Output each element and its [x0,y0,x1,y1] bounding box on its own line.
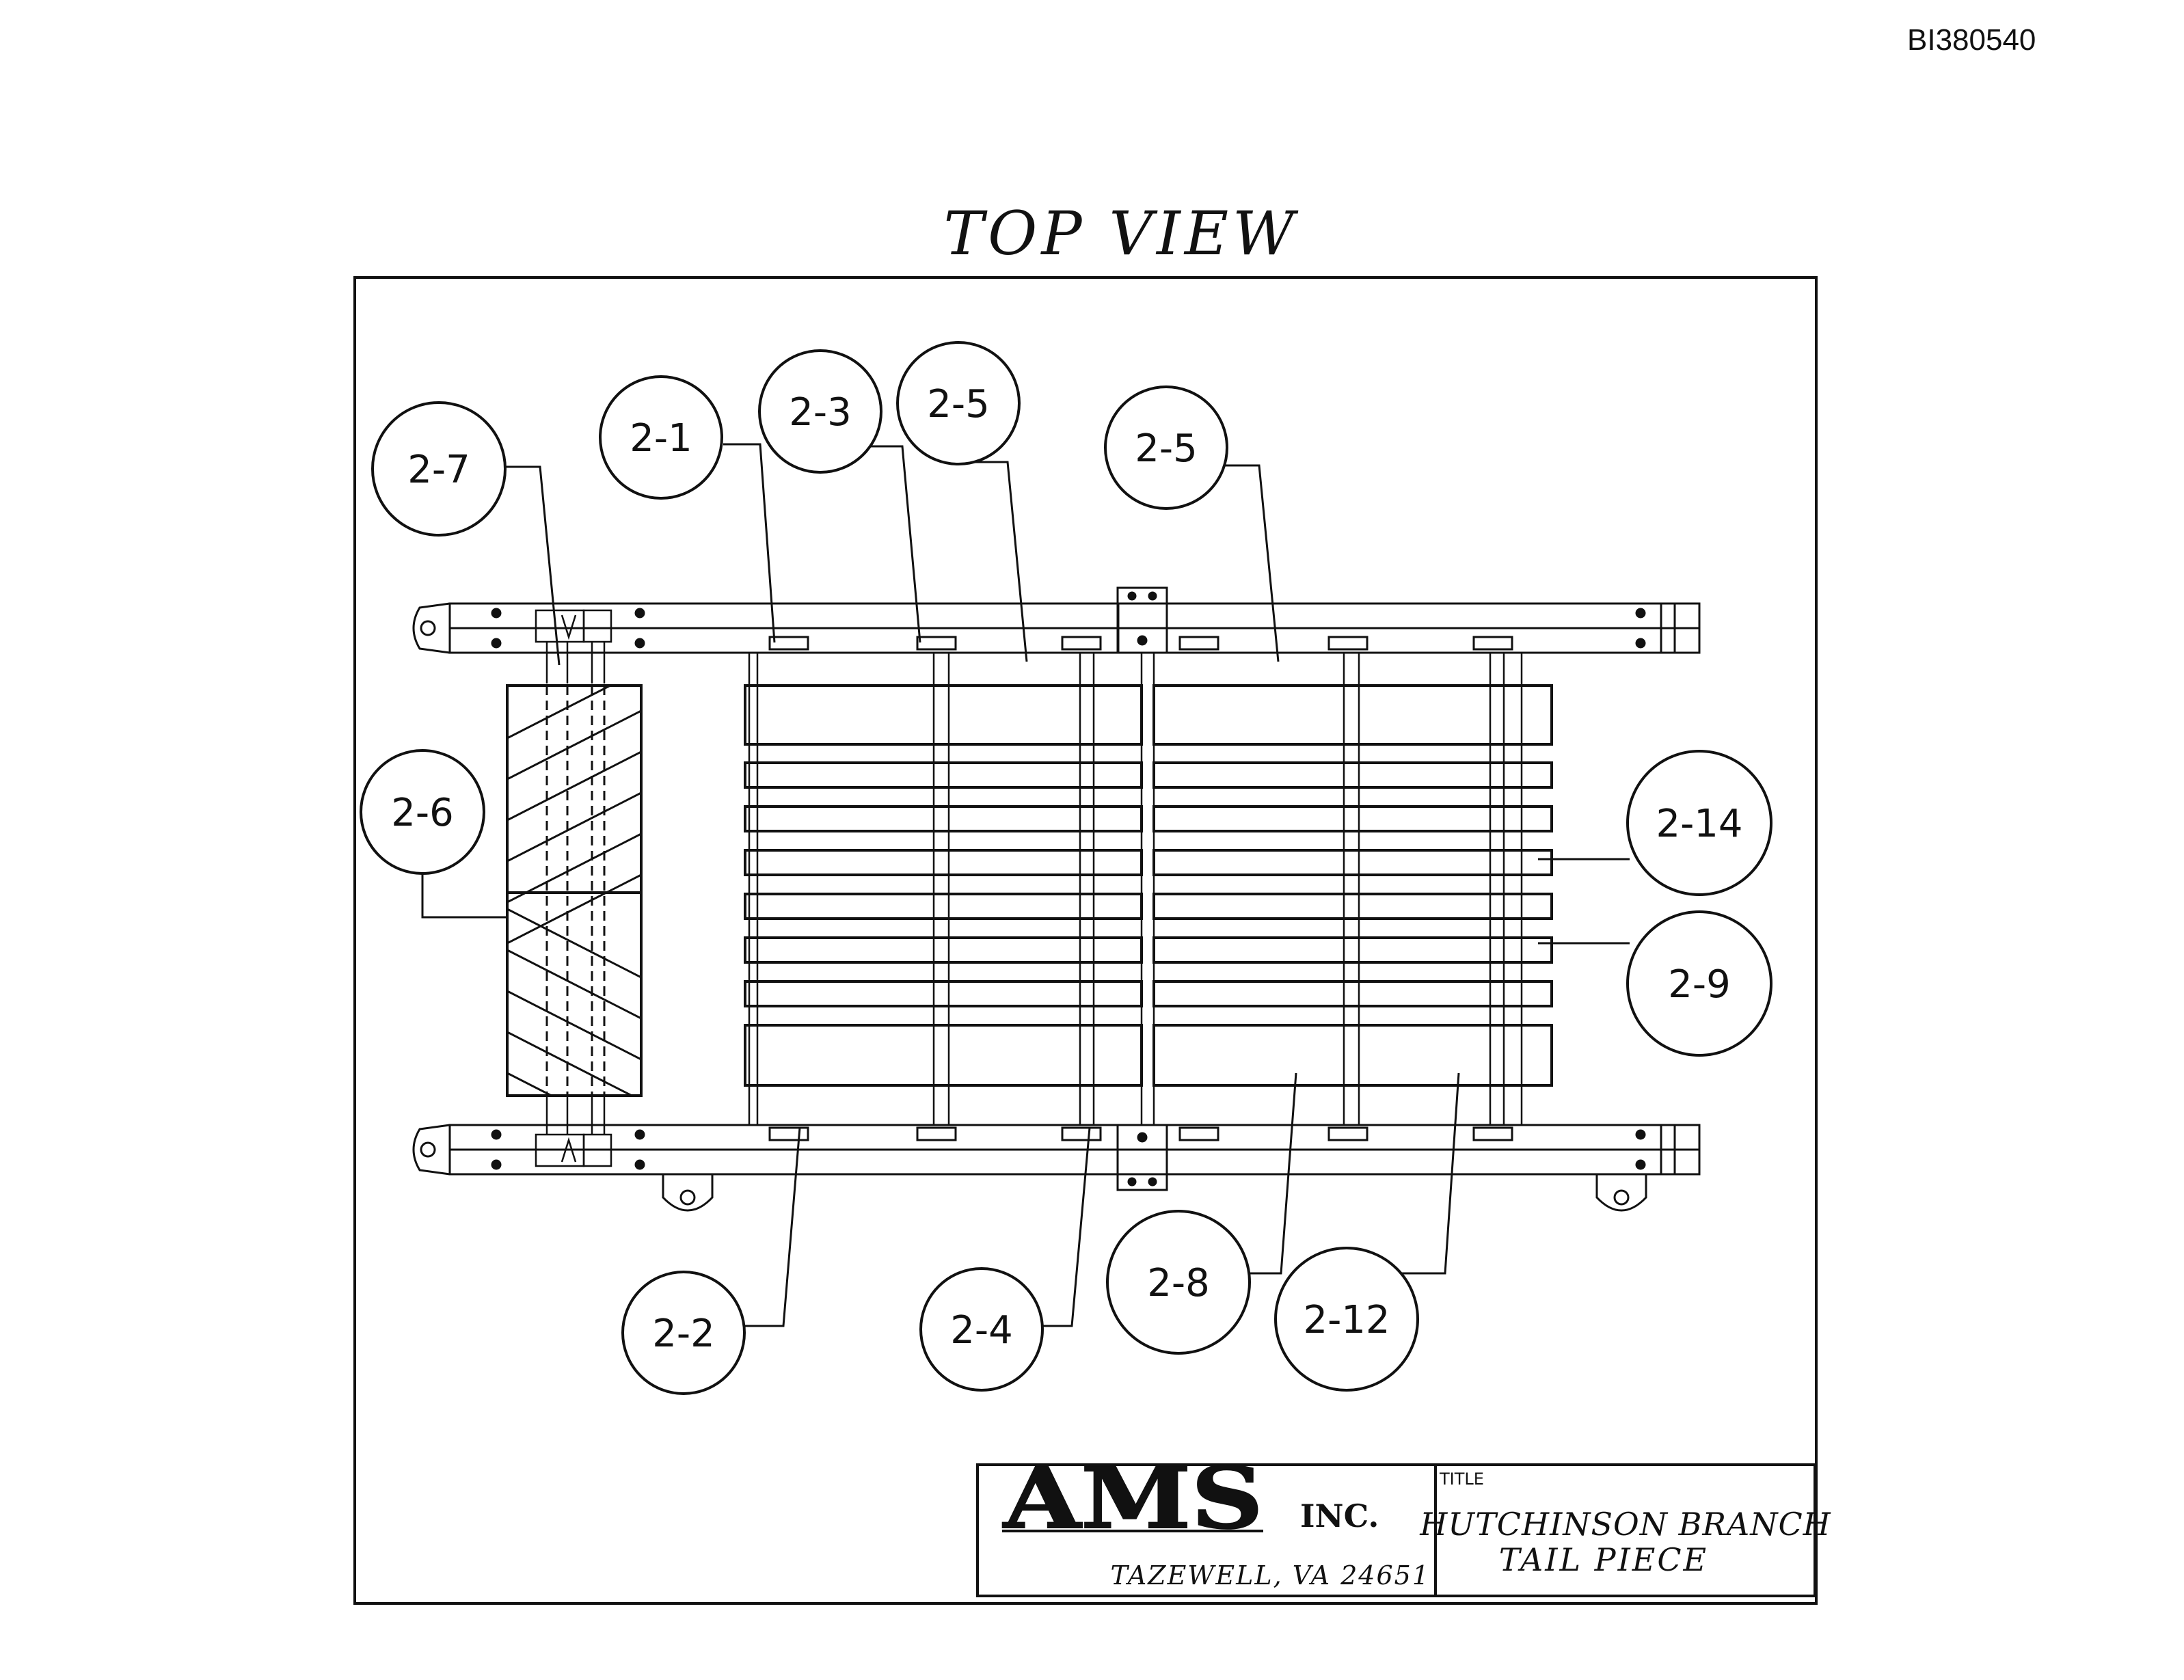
callout-2-2: 2-2 [621,1271,746,1395]
view-title: TOP VIEW [943,198,1299,269]
callout-2-8: 2-8 [1106,1210,1251,1355]
callout-2-5-right: 2-5 [1104,385,1228,510]
document-id: BI380540 [1907,23,2036,57]
svg-text:2-5: 2-5 [927,382,989,426]
callout-2-7: 2-7 [371,401,507,537]
title-label: TITLE [1439,1469,1484,1489]
slat-brackets [768,636,1513,1141]
svg-text:2-5: 2-5 [1135,426,1197,471]
slat-panel-right [1152,684,1553,1087]
callout-2-14: 2-14 [1626,750,1772,896]
leader-lines [421,443,1630,1327]
top-rail [412,586,1701,654]
svg-text:AMS: AMS [1003,1449,1263,1548]
svg-text:2-9: 2-9 [1668,962,1730,1007]
drawing-title-line2: TAIL PIECE [1499,1541,1708,1578]
callout-2-6: 2-6 [360,749,485,875]
rail-bolts [491,591,1646,1187]
svg-text:2-1: 2-1 [630,416,692,461]
callout-2-12: 2-12 [1274,1247,1419,1392]
rail-clips [535,609,612,1167]
company-logo: AMS INC. [1002,1448,1379,1549]
hatched-block [506,684,643,1097]
title-block: AMS INC. TAZEWELL, VA 24651 TITLE HUTCHI… [976,1448,1831,1597]
svg-text:2-6: 2-6 [391,791,453,835]
drawing-title-line1: HUTCHINSON BRANCH [1419,1506,1831,1543]
callout-2-9: 2-9 [1626,910,1772,1057]
callout-2-3: 2-3 [758,349,882,474]
callout-2-5-left: 2-5 [896,341,1021,465]
callouts: 2-7 2-1 2-3 2-5 2-5 2-6 2-14 2-9 [360,341,1772,1395]
svg-text:2-8: 2-8 [1147,1261,1209,1305]
svg-text:2-4: 2-4 [950,1308,1012,1353]
callout-2-4: 2-4 [919,1267,1044,1392]
svg-text:2-7: 2-7 [407,448,470,492]
drawing-frame [353,276,1818,1605]
svg-text:2-3: 2-3 [789,390,851,435]
svg-text:INC.: INC. [1300,1498,1379,1534]
svg-text:2-12: 2-12 [1303,1298,1390,1342]
svg-text:2-14: 2-14 [1656,802,1742,846]
svg-text:2-2: 2-2 [652,1312,714,1356]
company-address: TAZEWELL, VA 24651 [1110,1560,1430,1590]
bottom-rail [412,1124,1701,1212]
cross-members [748,653,1523,1125]
callout-2-1: 2-1 [599,375,723,500]
slat-panel-left [744,684,1143,1087]
